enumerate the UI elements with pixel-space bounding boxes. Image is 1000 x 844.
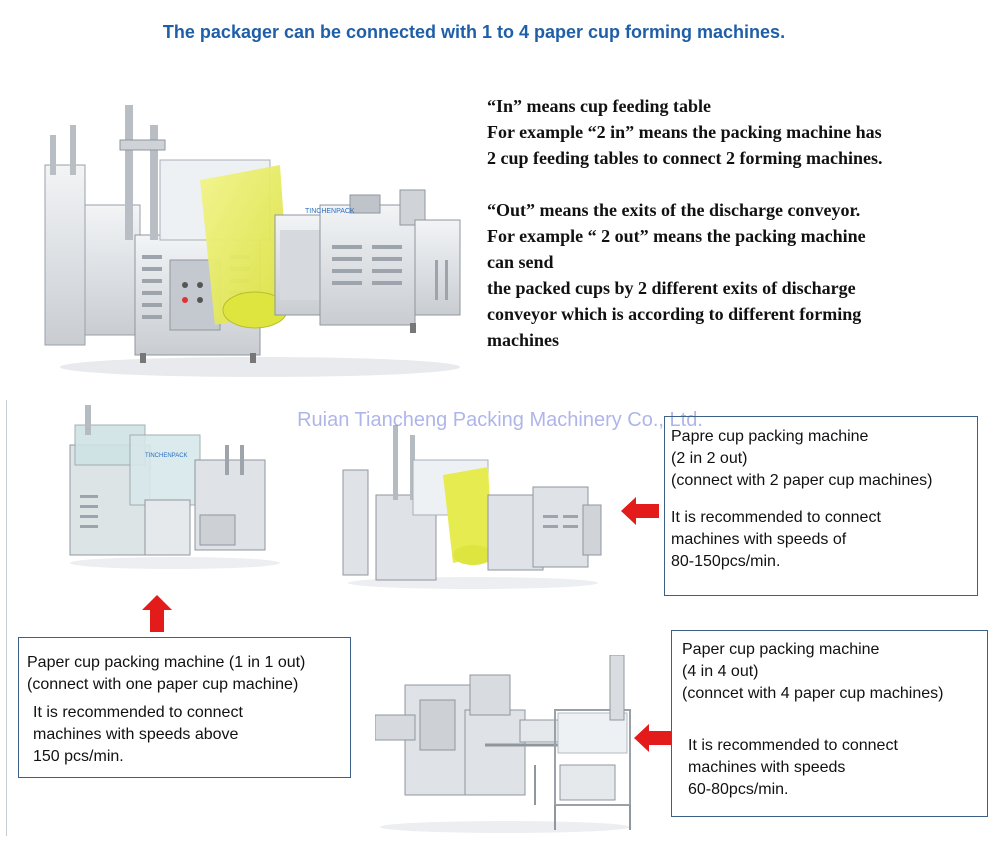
info-box-1in-1out: Paper cup packing machine (1 in 1 out) (… — [18, 637, 351, 778]
box-note-line: machines with speeds — [688, 759, 846, 776]
in-definition-line: 2 cup feeding tables to connect 2 formin… — [487, 148, 883, 168]
info-box-4in-4out: Paper cup packing machine (4 in 4 out) (… — [671, 630, 988, 817]
in-out-definitions: “In” means cup feeding table For example… — [487, 93, 987, 353]
packing-machine-2in-large-image: TINCHENPACK — [44, 105, 461, 377]
box-title-line: (4 in 4 out) — [682, 663, 759, 680]
packing-machine-1in-image: TINCHENPACK — [69, 405, 280, 569]
box-note-line: It is recommended to connect — [688, 737, 898, 754]
company-watermark: Ruian Tiancheng Packing Machinery Co., L… — [297, 409, 703, 431]
svg-text:TINCHENPACK: TINCHENPACK — [305, 208, 355, 215]
arrow-left-icon — [621, 497, 659, 525]
box-title-line: Paper cup packing machine — [682, 641, 880, 658]
page-headline: The packager can be connected with 1 to … — [162, 22, 786, 42]
box-note-line: It is recommended to connect — [33, 704, 243, 721]
box-title-line: (connect with one paper cup machine) — [27, 676, 299, 693]
box-note-line: 60-80pcs/min. — [688, 781, 789, 798]
box-title-line: (2 in 2 out) — [671, 450, 748, 467]
box-note-line: machines with speeds above — [33, 726, 239, 743]
box-title-line: (conncet with 4 paper cup machines) — [682, 685, 944, 702]
out-definition-line: conveyor which is according to different… — [487, 304, 862, 324]
box-note-line: 150 pcs/min. — [33, 748, 124, 765]
packing-machine-4in-image — [375, 655, 631, 833]
svg-text:TINCHENPACK: TINCHENPACK — [145, 453, 188, 459]
section-divider — [6, 400, 7, 836]
out-definition-line: the packed cups by 2 different exits of … — [487, 278, 856, 298]
out-definition-line: can send — [487, 252, 554, 272]
box-title-line: (connect with 2 paper cup machines) — [671, 472, 933, 489]
box-title-line: Papre cup packing machine — [671, 428, 869, 445]
box-title-line: Paper cup packing machine (1 in 1 out) — [27, 654, 306, 671]
arrow-up-icon — [142, 595, 172, 632]
box-note-line: It is recommended to connect — [671, 509, 881, 526]
arrow-left-icon — [634, 724, 672, 752]
in-definition-line: For example “2 in” means the packing mac… — [487, 122, 882, 142]
in-definition-line: “In” means cup feeding table — [487, 96, 712, 116]
box-note-line: machines with speeds of — [671, 531, 847, 548]
out-definition-line: “Out” means the exits of the discharge c… — [487, 200, 861, 220]
box-note-line: 80-150pcs/min. — [671, 553, 781, 570]
out-definition-line: For example “ 2 out” means the packing m… — [487, 226, 866, 246]
info-box-2in-2out: Papre cup packing machine (2 in 2 out) (… — [664, 416, 978, 596]
packing-machine-2in-small-image — [342, 425, 602, 589]
out-definition-line: machines — [487, 330, 559, 350]
